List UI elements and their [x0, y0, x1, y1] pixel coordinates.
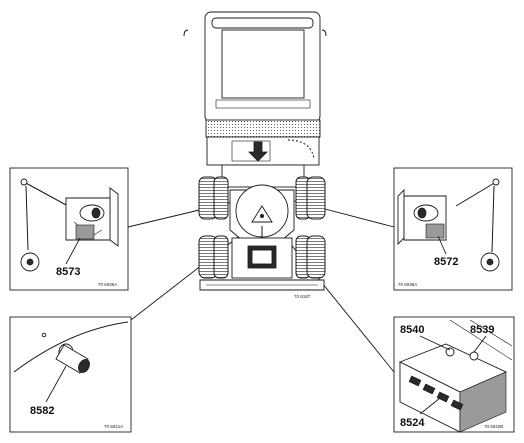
- valve-spool: [422, 383, 436, 395]
- cab-roof-lip: [211, 17, 314, 29]
- arm-joint: [20, 178, 28, 186]
- detail-frame-8582: [9, 316, 132, 433]
- valve-spool: [436, 391, 450, 403]
- callout-label-8539: 8539: [470, 324, 494, 336]
- hood-panel: [231, 140, 271, 162]
- callout-label-8572: 8572: [434, 256, 458, 268]
- rear-left-wheel-inner: [213, 235, 229, 279]
- sensor-housing: [75, 224, 95, 240]
- callout-label-8540: 8540: [400, 324, 424, 336]
- sensor-cylinder-end: [417, 207, 427, 219]
- boom-pivot: [259, 213, 264, 218]
- valve-port-8539: [469, 351, 479, 361]
- ref-code-8582: 70 6041A: [104, 424, 123, 429]
- sensor-rod: [491, 185, 495, 253]
- callout-label-8524: 8524: [400, 417, 425, 429]
- label-leader-8573: [65, 237, 81, 265]
- valve-port-8540: [445, 347, 455, 357]
- direction-arrow-icon: [248, 141, 268, 162]
- switch-connector: [78, 359, 90, 373]
- panel-screw: [41, 332, 47, 338]
- valve-spool: [450, 399, 464, 411]
- sensor-cylinder-end: [91, 207, 101, 219]
- detail-box-8582: 8582 70 6041A: [9, 316, 132, 433]
- callout-label-8582: 8582: [30, 405, 54, 417]
- detail-box-8573: 8573 70 6035A: [9, 167, 129, 291]
- sensor-foot-core: [26, 258, 34, 266]
- rear-right-wheel-outer: [306, 235, 326, 279]
- label-leader-8540: [419, 335, 451, 351]
- bg-rail-1: [449, 319, 513, 361]
- front-frame: [221, 164, 305, 188]
- sensor-arm: [455, 181, 497, 207]
- ref-code-8573: 70 6035A: [98, 282, 117, 287]
- engine-grille: [205, 119, 321, 138]
- mounting-bracket: [109, 187, 119, 247]
- label-leader-8582: [45, 365, 67, 403]
- cab-handle-right: [321, 29, 327, 37]
- sensor-arm: [23, 181, 69, 207]
- front-right-wheel-outer: [306, 176, 326, 220]
- rear-engine-cover: [251, 249, 273, 265]
- front-left-wheel-inner: [213, 176, 229, 220]
- cab-handle-left: [183, 29, 189, 37]
- detail-box-8540: 8540 8539 8524 70 6042B: [393, 316, 515, 433]
- mounting-bracket: [397, 188, 405, 246]
- bg-rail-2: [469, 319, 513, 347]
- windshield: [221, 29, 305, 99]
- sensor-foot-core: [486, 258, 494, 266]
- arm-joint: [492, 178, 500, 186]
- ref-code-8540: 70 6042B: [484, 424, 503, 429]
- sensor-rod: [25, 185, 29, 251]
- machine-top-view: 70 6187: [183, 11, 327, 299]
- label-leader-8572: [437, 235, 447, 255]
- callout-label-8573: 8573: [56, 266, 80, 278]
- valve-block-side: [459, 371, 507, 433]
- detail-box-8572: 8572 70 6036A: [393, 167, 513, 291]
- ref-code-8572: 70 6036A: [398, 282, 417, 287]
- cab-sill: [215, 99, 311, 109]
- label-leader-8539: [473, 335, 487, 353]
- panel-curve: [13, 321, 129, 373]
- label-leader-8524: [419, 397, 441, 415]
- main-ref-code: 70 6187: [294, 294, 311, 299]
- valve-spool: [408, 375, 422, 387]
- sensor-housing: [425, 223, 445, 239]
